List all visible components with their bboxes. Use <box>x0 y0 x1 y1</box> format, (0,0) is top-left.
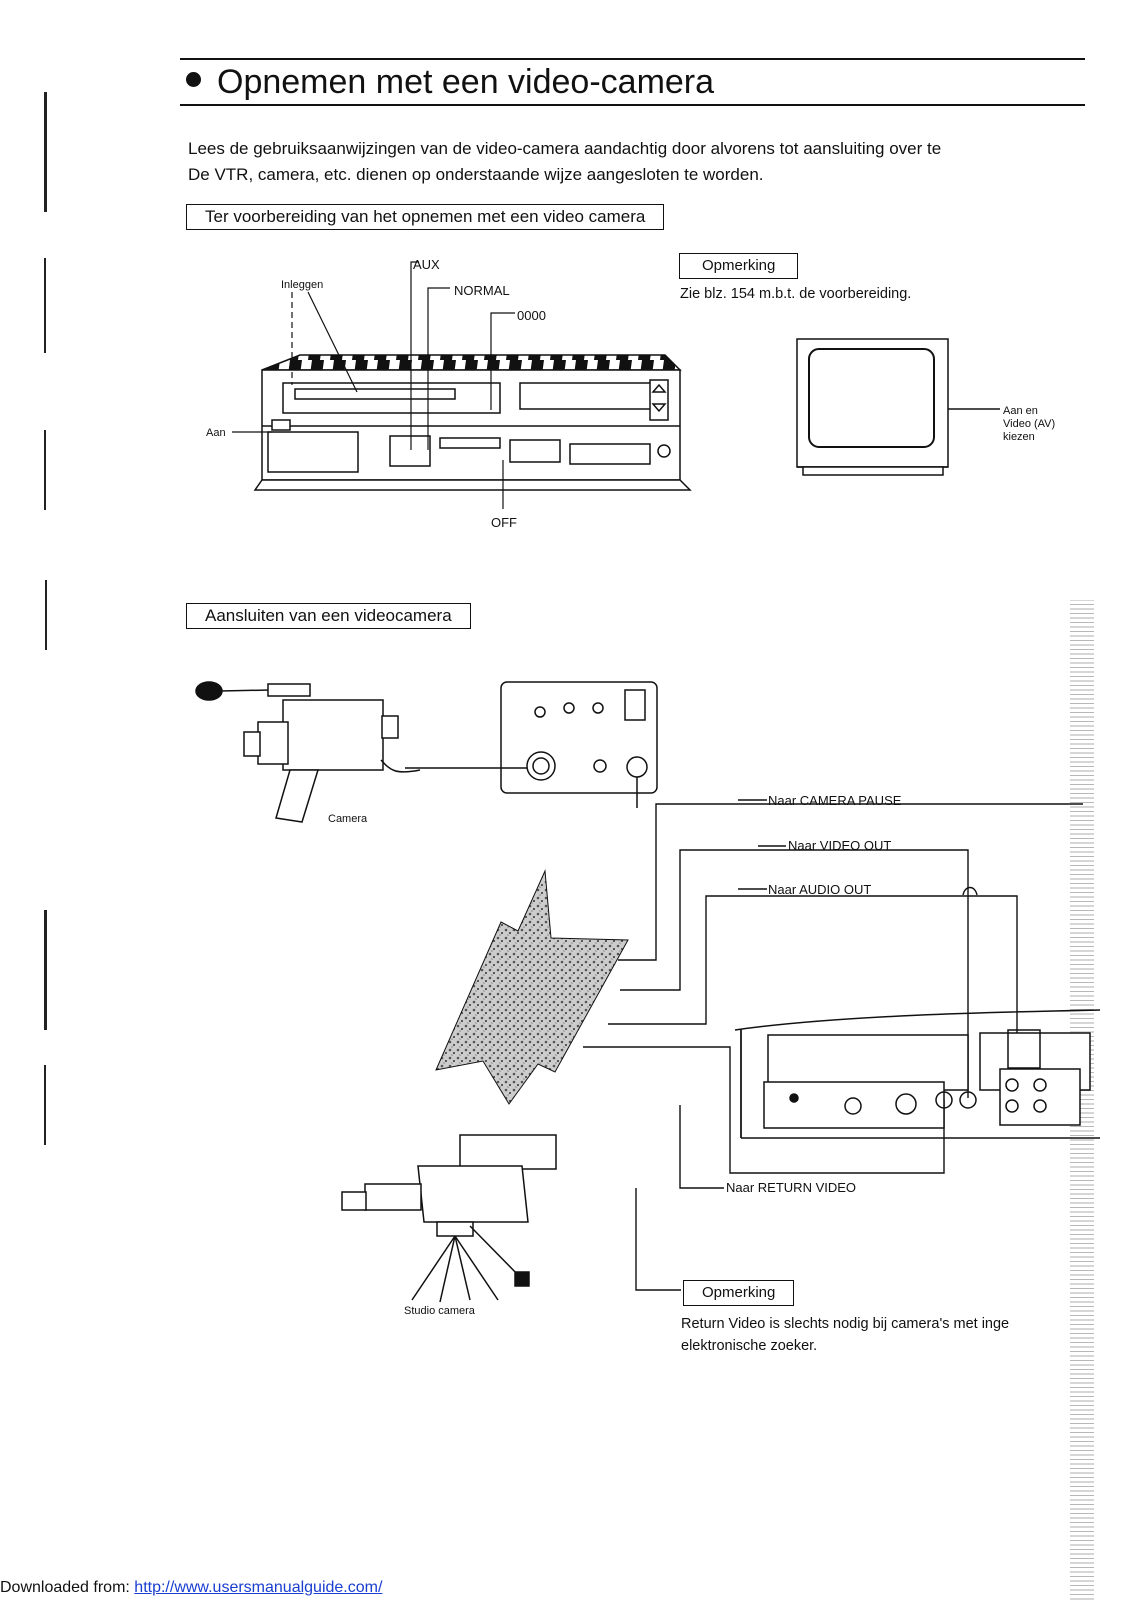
scan-mark <box>44 92 47 212</box>
connection-lines <box>583 799 1083 1291</box>
section2-note-heading: Opmerking <box>683 1280 795 1306</box>
label-tv: Aan en Video (AV) kiezen <box>1003 405 1056 443</box>
signal-arrow <box>435 869 629 1105</box>
label-studio-camera: Studio camera <box>404 1305 475 1317</box>
label-normal: NORMAL <box>454 283 510 298</box>
section1-heading: Ter voorbereiding van het opnemen met ee… <box>186 204 665 230</box>
bullet-icon <box>186 72 201 87</box>
vcr-illustration <box>253 354 692 491</box>
title-underline <box>180 104 1085 106</box>
section2-note-text: Return Video is slechts nodig bij camera… <box>681 1316 1010 1354</box>
section1-note-heading: Opmerking <box>679 253 799 279</box>
studio-camera-illustration <box>341 1134 557 1303</box>
scan-mark <box>44 1065 46 1145</box>
label-aux: AUX <box>413 257 440 272</box>
section2-heading: Aansluiten van een videocamera <box>186 603 471 629</box>
vcr-rear-panel <box>734 1009 1101 1139</box>
section1-note-text: Zie blz. 154 m.b.t. de voorbereiding. <box>680 286 912 302</box>
scan-mark <box>44 910 47 1030</box>
vcr-callouts <box>232 261 515 509</box>
footer: Downloaded from: http://www.usersmanualg… <box>0 1579 383 1596</box>
footer-link[interactable]: http://www.usersmanualguide.com/ <box>134 1579 383 1596</box>
label-on: Aan <box>206 427 226 439</box>
label-insert: Inleggen <box>281 279 324 291</box>
label-counter: 0000 <box>517 308 546 323</box>
label-camera: Camera <box>328 813 368 825</box>
top-rule <box>180 58 1085 60</box>
conn-return-video: Naar RETURN VIDEO <box>726 1180 857 1195</box>
handheld-camera-illustration <box>195 681 421 823</box>
scan-mark <box>44 258 46 353</box>
intro-line-2: De VTR, camera, etc. dienen op onderstaa… <box>188 165 764 184</box>
tv-illustration <box>796 338 1000 476</box>
label-off: OFF <box>491 515 517 530</box>
intro-text: Lees de gebruiksaanwijzingen van de vide… <box>188 136 1108 188</box>
scan-mark <box>44 430 46 510</box>
conn-video-out: Naar VIDEO OUT <box>788 838 892 853</box>
intro-line-1: Lees de gebruiksaanwijzingen van de vide… <box>188 139 942 158</box>
camera-control-unit <box>405 681 658 808</box>
page-title: Opnemen met een video-camera <box>186 62 714 102</box>
conn-audio-out: Naar AUDIO OUT <box>768 882 872 897</box>
scan-mark <box>45 580 47 650</box>
